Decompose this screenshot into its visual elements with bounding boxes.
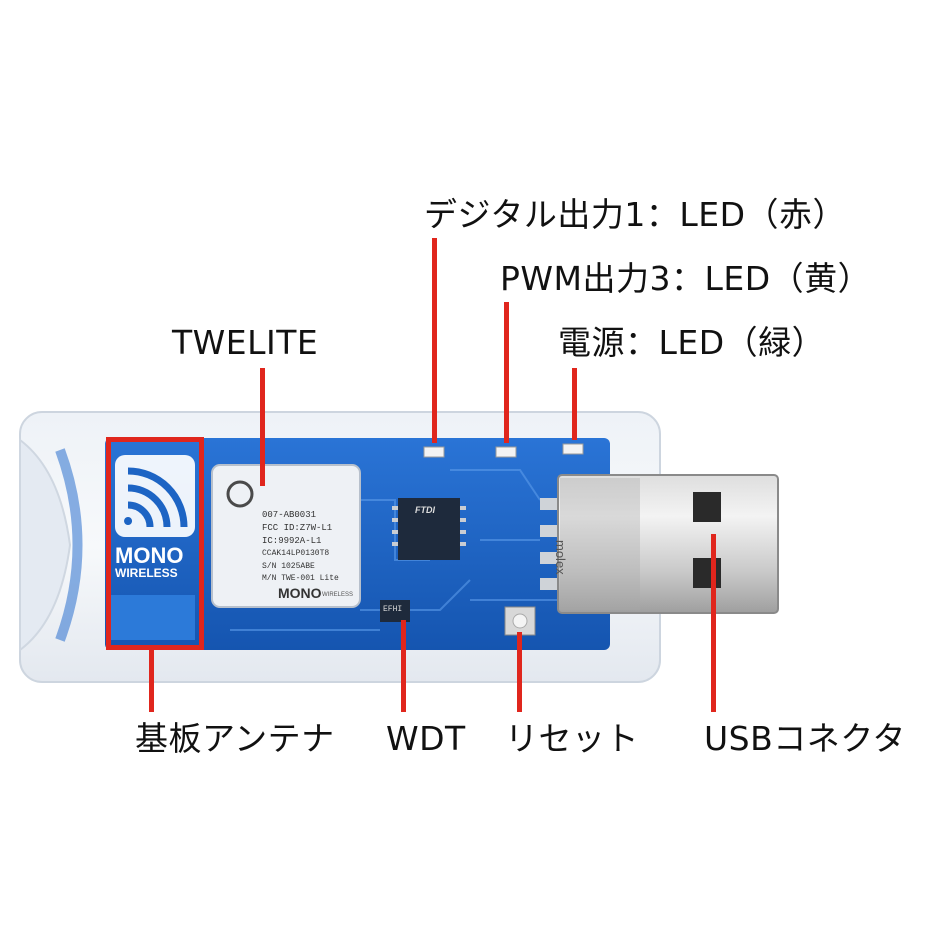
- callout-line-reset: [517, 632, 522, 712]
- led-green: [562, 443, 584, 455]
- label-reset: リセット: [505, 719, 639, 758]
- label-antenna: 基板アンテナ: [135, 719, 335, 758]
- callout-line-led-yellow: [504, 302, 509, 443]
- callout-line-led-green: [572, 368, 577, 440]
- label-led-green: 電源：LED（緑）: [558, 323, 826, 362]
- usb-metal-connector: [557, 474, 779, 614]
- molex-text: molex: [553, 540, 568, 575]
- ccak-text: CCAK14LP0130T8: [262, 549, 330, 558]
- callout-line-led-red: [432, 238, 437, 443]
- label-twelite: TWELITE: [172, 323, 319, 362]
- ftdi-chip-text: FTDI: [415, 505, 435, 515]
- antenna-highlight-box: [106, 437, 204, 650]
- module-brand-sub-text: WIRELESS: [322, 592, 354, 598]
- fcc-id-text: FCC ID:Z7W-L1: [262, 523, 333, 533]
- module-id-text: 007-AB0031: [262, 510, 317, 520]
- led-red: [423, 446, 445, 458]
- ftdi-chip: [392, 498, 466, 560]
- callout-line-antenna: [149, 650, 154, 712]
- sn-text: S/N 1025ABE: [262, 562, 315, 571]
- module-brand-text: MONO: [278, 585, 322, 601]
- label-usb: USBコネクタ: [704, 719, 906, 758]
- label-led-red: デジタル出力1：LED（赤）: [424, 195, 846, 234]
- label-wdt: WDT: [386, 719, 466, 758]
- callout-line-twelite: [260, 368, 265, 486]
- label-led-yellow: PWM出力3：LED（黄）: [500, 259, 872, 298]
- wdt-chip-text: EFHI: [383, 605, 403, 614]
- led-yellow: [495, 446, 517, 458]
- callout-line-wdt: [401, 620, 406, 712]
- mono-brand-text: MONO: [115, 543, 184, 568]
- wdt-chip: [380, 600, 410, 622]
- reset-button-part: [504, 606, 536, 636]
- callout-line-usb: [711, 534, 716, 712]
- ic-text: IC:9992A-L1: [262, 536, 322, 546]
- wireless-brand-text: WIRELESS: [115, 566, 178, 580]
- model-text: M/N TWE-001 Lite: [262, 574, 339, 583]
- mono-wireless-logo: [110, 455, 195, 640]
- twelite-module: [211, 464, 361, 608]
